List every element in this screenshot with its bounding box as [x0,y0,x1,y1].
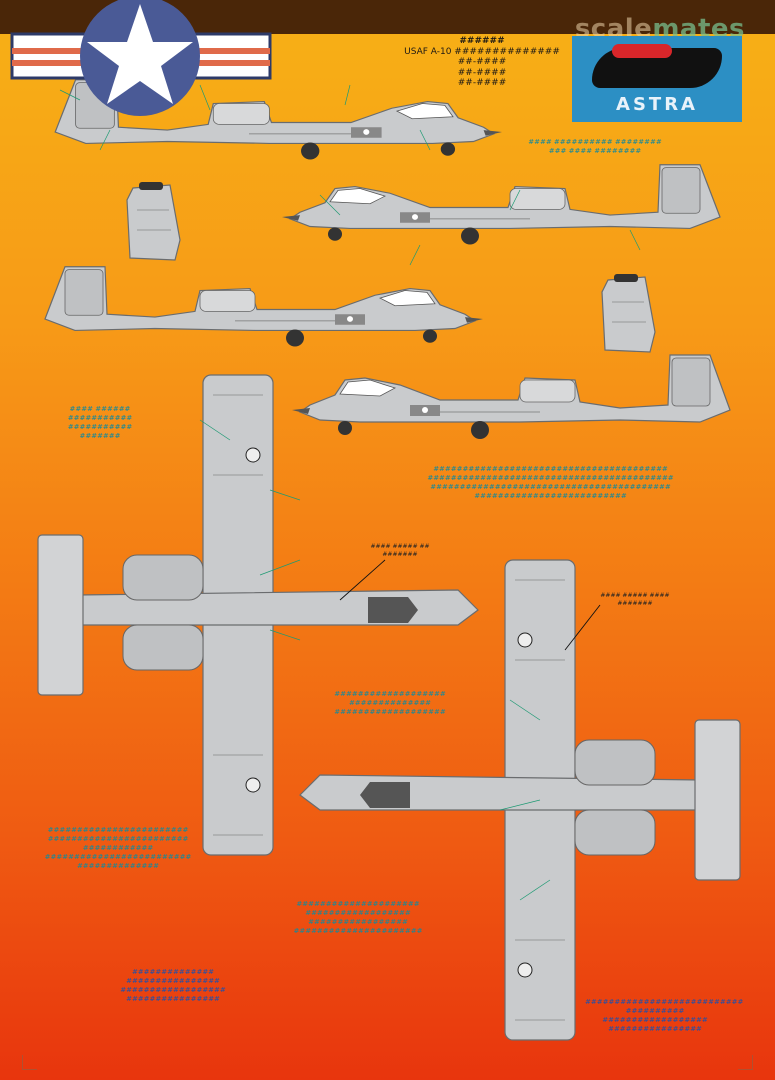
serial-2: ##-#### [457,67,507,78]
brand-logo: ASTRA [572,36,742,122]
serial-1: ##-#### [457,57,507,67]
crop-mark-bottom-left [22,1055,37,1070]
leader-lines [59,84,641,901]
product-code: ###### [459,36,505,46]
note-lower-left: ########################################… [44,826,192,870]
product-subtitle: USAF A-10 ############## [404,46,560,57]
title-block: ###### USAF A-10 ############## ##-#### … [392,36,572,89]
note-left-1: #### ################# #################… [67,405,133,440]
note-bottom-left: ############################## #########… [120,968,226,1003]
callout-right: #### ##### ########### [600,592,670,607]
note-bottom-right: ##################################### ##… [585,998,744,1033]
note-right-long: ########################################… [427,465,674,500]
callout-center: #### ##### ######### [370,543,430,558]
callout-lines [339,559,601,651]
note-lower-center: ####################################### … [293,900,423,935]
note-center: ################################# ######… [334,690,446,716]
crop-mark-bottom-right [738,1055,753,1070]
serial-3: ##-#### [457,78,507,88]
logo-text: ASTRA [616,94,698,115]
note-top-right: #### ########## ########### #### #######… [528,138,662,155]
